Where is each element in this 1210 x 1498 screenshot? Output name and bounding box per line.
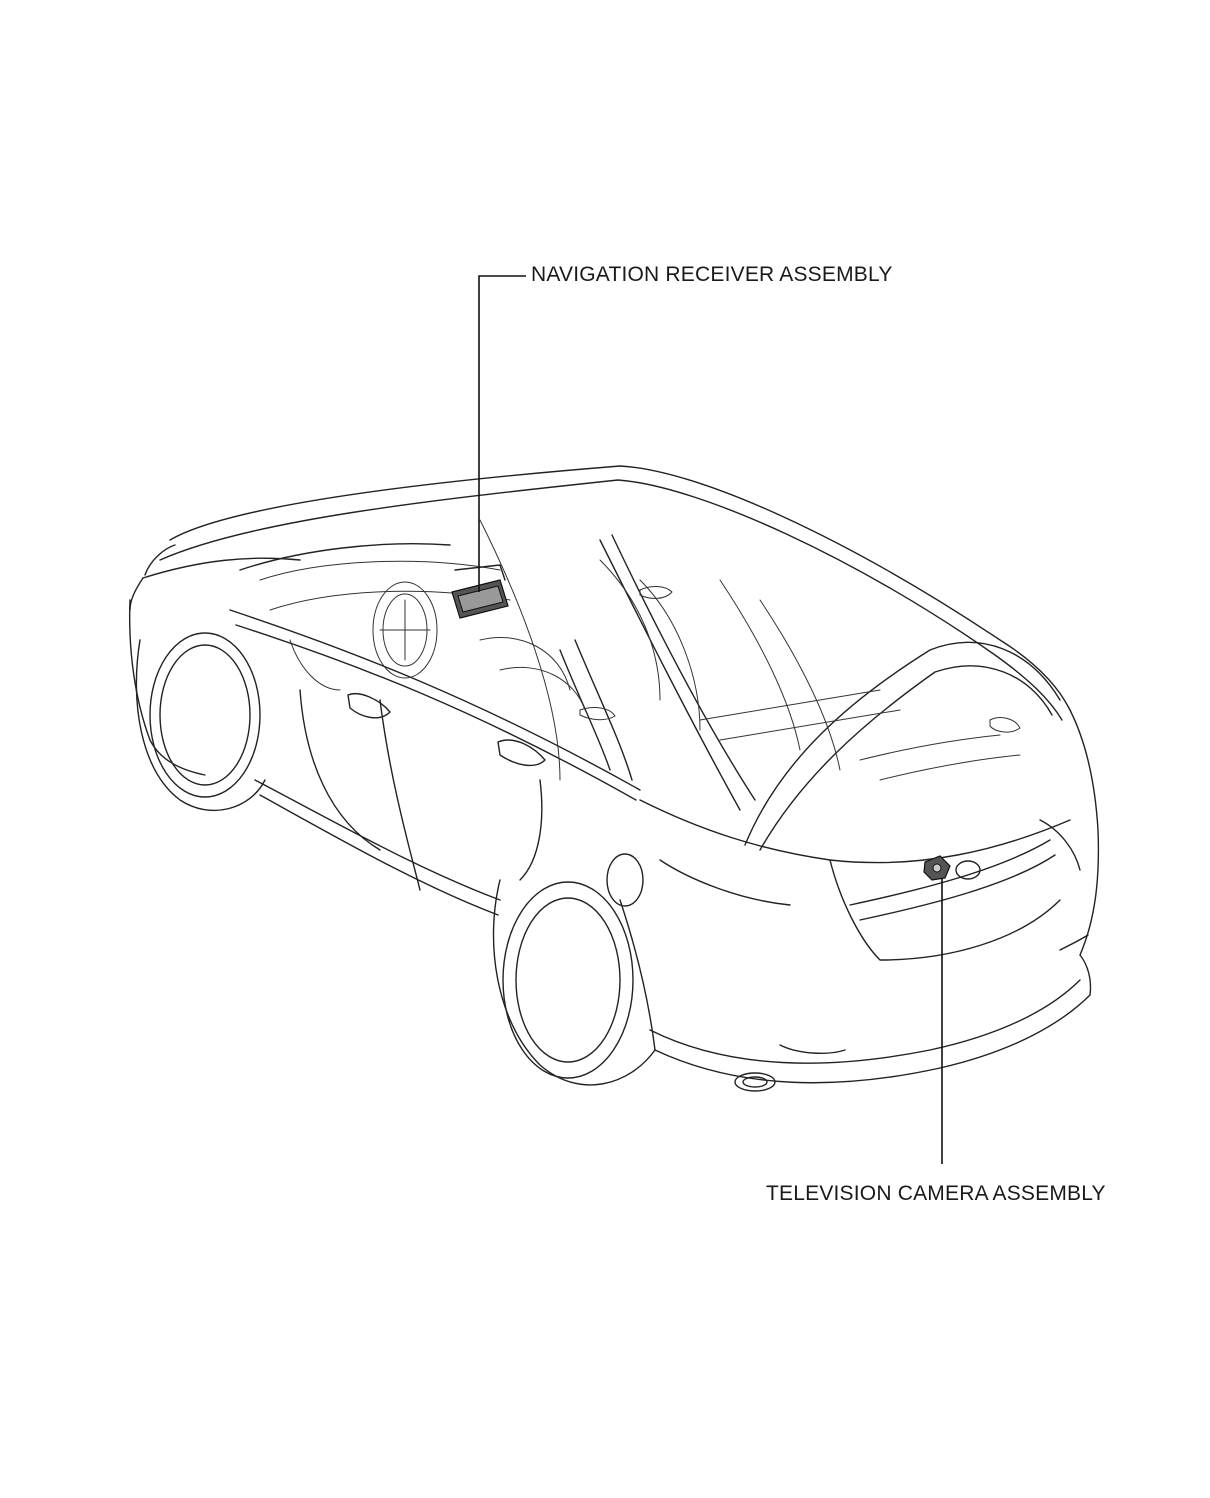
navigation-receiver-icon xyxy=(451,564,509,619)
doors xyxy=(299,689,644,907)
leader-lines xyxy=(478,275,943,1164)
navigation-receiver-label: NAVIGATION RECEIVER ASSEMBLY xyxy=(531,263,893,286)
front-wheel xyxy=(135,632,266,812)
television-camera-label: TELEVISION CAMERA ASSEMBLY xyxy=(766,1182,1106,1205)
navigation-receiver-leader xyxy=(478,275,526,592)
television-camera-icon xyxy=(923,855,981,881)
windows xyxy=(239,519,756,811)
car-body-outline xyxy=(128,465,1100,1092)
interior xyxy=(259,559,1021,781)
rear-wheel xyxy=(492,879,656,1086)
